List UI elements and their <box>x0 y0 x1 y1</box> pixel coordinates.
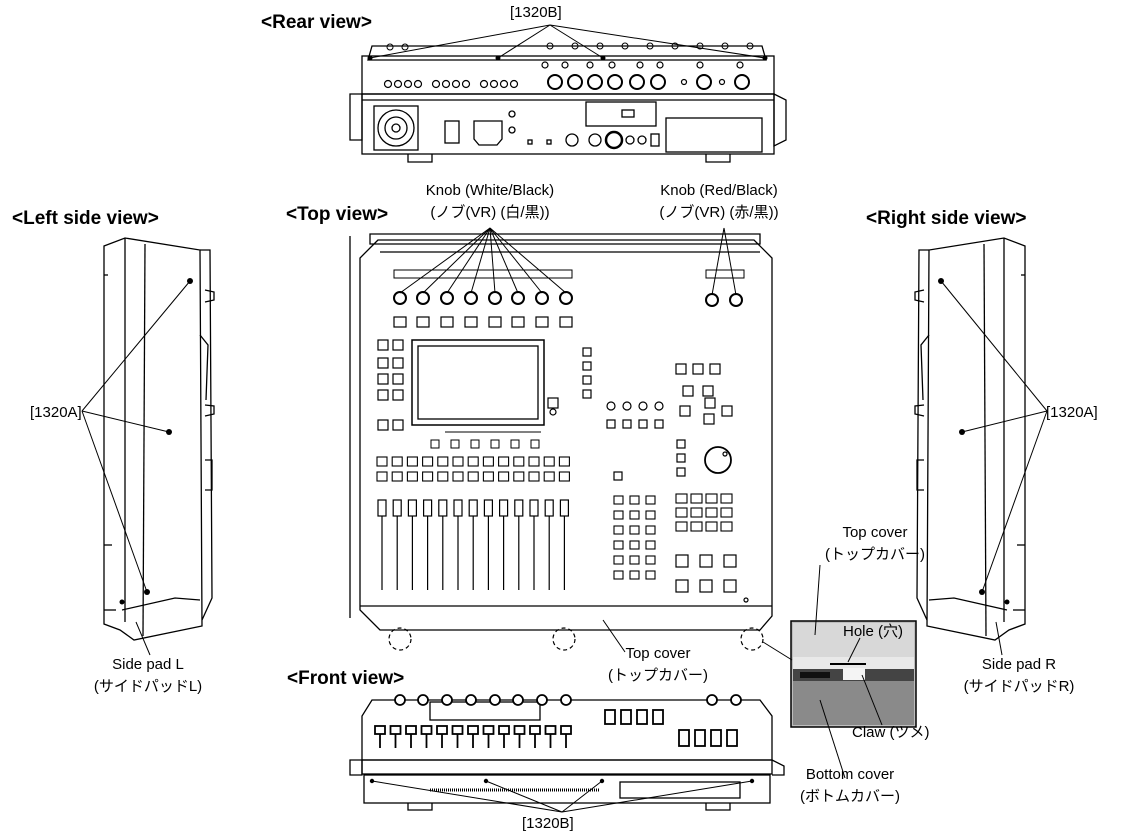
right-side-view-drawing <box>914 237 1026 641</box>
top-cover-label-jp: (トップカバー) <box>608 667 708 684</box>
top-cover-label-inset-jp: (トップカバー) <box>825 546 925 563</box>
rear-view-drawing <box>349 42 787 163</box>
side-pad-l-label: Side pad L <box>112 656 184 673</box>
side-pad-l-label-jp: (サイドパッドL) <box>93 678 203 695</box>
bottom-cover-label: Bottom cover <box>805 766 895 783</box>
top-view-drawing <box>349 233 773 651</box>
rear-view-title: <Rear view> <box>261 12 372 33</box>
left-side-view-drawing <box>103 237 215 641</box>
top-cover-label: Top cover <box>625 645 691 662</box>
side-pad-r-label: Side pad R <box>981 656 1057 673</box>
hole-label: Hole (穴) <box>843 623 904 640</box>
side-pad-r-label-jp: (サイドパッドR) <box>963 678 1075 695</box>
left-side-view-title: <Left side view> <box>12 208 159 229</box>
claw-label: Claw (ツメ) <box>852 724 930 741</box>
front-view-title: <Front view> <box>287 668 405 689</box>
screw-label-1320a-right: [1320A] <box>1046 404 1098 421</box>
knob-red-label: Knob (Red/Black) <box>660 182 778 199</box>
right-side-view-title: <Right side view> <box>866 208 1027 229</box>
claw-detail-inset <box>790 620 917 728</box>
top-cover-label-inset: Top cover <box>842 524 908 541</box>
screw-label-1320b-rear: [1320B] <box>510 4 562 21</box>
leader-lines <box>81 24 1048 813</box>
front-view-drawing <box>349 694 785 811</box>
screw-label-1320a-left: [1320A] <box>30 404 82 421</box>
screw-label-1320b-front: [1320B] <box>522 815 574 832</box>
knob-red-label-jp: (ノブ(VR) (赤/黒)) <box>659 204 779 221</box>
knob-white-label-jp: (ノブ(VR) (白/黒)) <box>430 204 550 221</box>
knob-white-label: Knob (White/Black) <box>425 182 555 199</box>
top-view-title: <Top view> <box>286 204 389 225</box>
bottom-cover-label-jp: (ボトムカバー) <box>800 788 900 805</box>
